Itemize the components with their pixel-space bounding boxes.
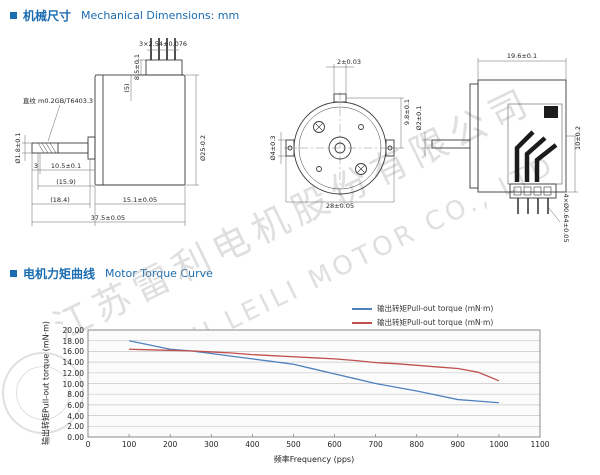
- x-axis-title: 频率Frequency (pps): [273, 455, 355, 464]
- y-tick-label: 20.00: [62, 326, 84, 335]
- y-tick-label: 16.00: [62, 347, 84, 357]
- section-mechanical-dimensions: 机械尺寸 Mechanical Dimensions: mm: [10, 7, 239, 24]
- x-tick-label: 0: [85, 440, 91, 449]
- y-tick-label: 18.00: [62, 336, 84, 346]
- legend-line-blue-icon: [352, 307, 372, 310]
- y-tick-label: 10.00: [62, 379, 84, 389]
- legend-item-pullout-2: 输出转矩Pull-out torque (mN·m): [352, 317, 493, 328]
- legend-label: 输出转矩Pull-out torque (mN·m): [377, 304, 494, 313]
- x-tick-label: 700: [368, 440, 383, 449]
- mechanical-title-en: Mechanical Dimensions: mm: [81, 9, 240, 22]
- section-torque-curve: 电机力矩曲线 Motor Torque Curve: [10, 265, 213, 282]
- x-tick-label: 200: [163, 440, 178, 449]
- y-tick-label: 6.00: [67, 400, 84, 410]
- x-tick-label: 600: [327, 440, 342, 449]
- y-tick-label: 4.00: [67, 411, 84, 421]
- x-tick-label: 300: [204, 440, 219, 449]
- x-tick-label: 500: [286, 440, 301, 449]
- section-bullet-icon: [10, 270, 17, 277]
- legend-item-pullout-1: 输出转矩Pull-out torque (mN·m): [352, 303, 493, 314]
- chart-legend: 输出转矩Pull-out torque (mN·m) 输出转矩Pull-out …: [352, 303, 493, 328]
- y-tick-label: 8.00: [67, 390, 84, 400]
- y-tick-label: 12.00: [62, 368, 84, 378]
- y-tick-label: 14.00: [62, 358, 84, 368]
- x-tick-label: 400: [245, 440, 260, 449]
- torque-title-en: Motor Torque Curve: [105, 267, 213, 280]
- x-tick-label: 900: [450, 440, 465, 449]
- y-axis-title: 输出转矩Pull-out torque (mN·m): [41, 320, 51, 446]
- torque-chart-plot: [87, 329, 541, 438]
- x-tick-label: 1100: [530, 440, 550, 449]
- y-tick-label: 2.00: [67, 422, 84, 432]
- x-tick-label: 100: [121, 440, 137, 449]
- mechanical-title-cn: 机械尺寸: [23, 9, 72, 23]
- legend-line-red-icon: [352, 321, 372, 324]
- section-bullet-icon: [10, 12, 17, 19]
- x-tick-label: 800: [409, 440, 424, 449]
- y-tick-label: 0.00: [67, 433, 84, 442]
- torque-title-cn: 电机力矩曲线: [23, 267, 96, 281]
- x-tick-label: 1000: [489, 440, 509, 449]
- mechanical-drawings: [22, 38, 578, 226]
- legend-label: 输出转矩Pull-out torque (mN·m): [377, 318, 494, 327]
